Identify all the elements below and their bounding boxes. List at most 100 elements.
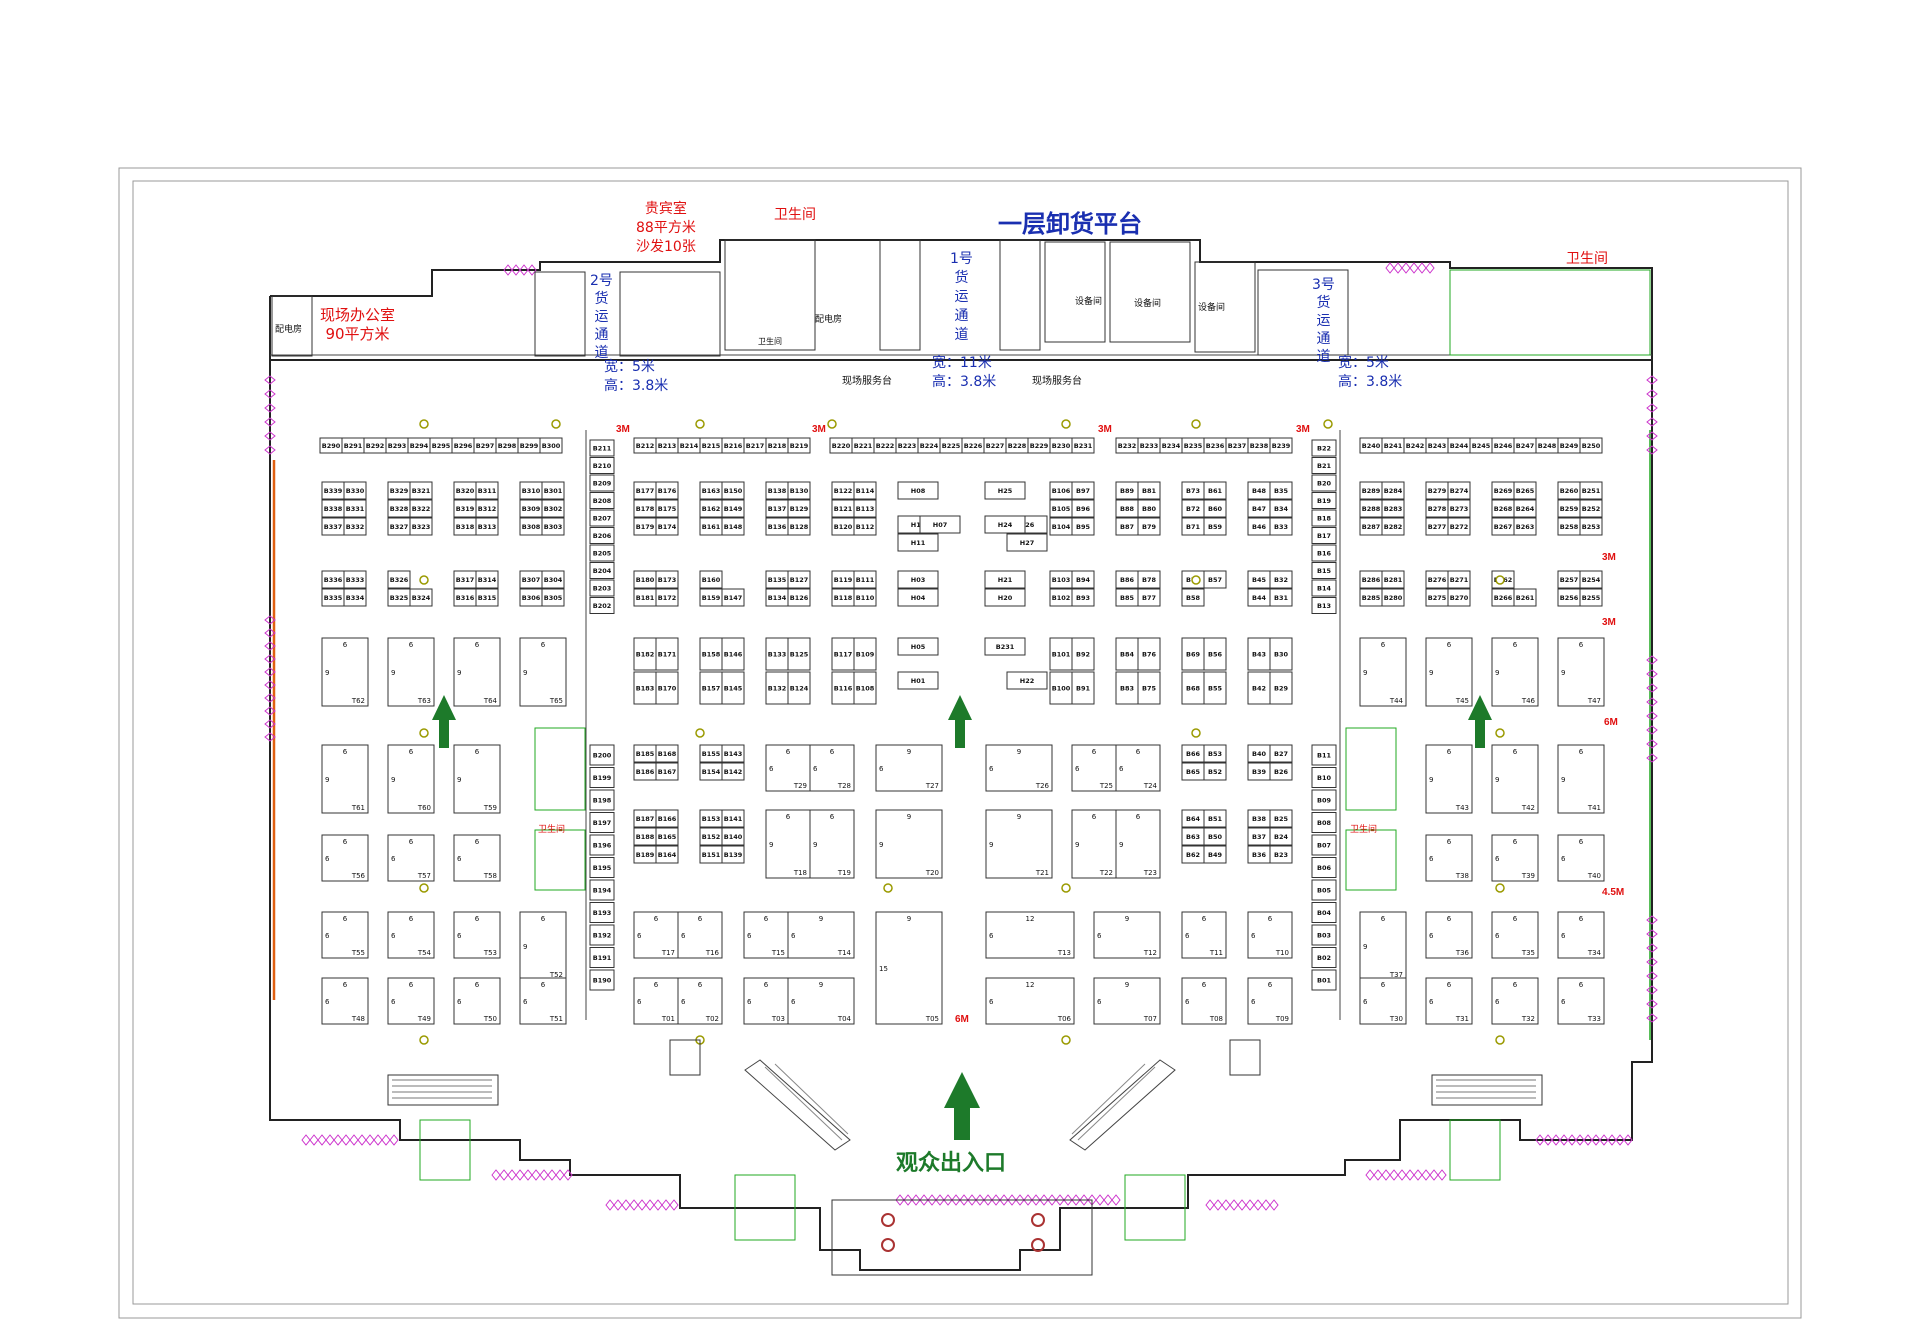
aisle-mark: 3M (812, 424, 826, 435)
booth: B257 (1557, 570, 1581, 589)
booth-label: B287 (1362, 523, 1381, 531)
booth: B260 (1557, 481, 1581, 500)
booth: B179 (633, 517, 657, 536)
green-arrow-right (1468, 695, 1492, 748)
booth-label: B192 (593, 932, 612, 940)
window-symbol (527, 264, 537, 276)
booth-label: B59 (1208, 523, 1222, 531)
booth-label: B97 (1076, 487, 1090, 495)
booth-depth: 6 (637, 932, 642, 940)
booth-label: B198 (593, 797, 612, 805)
booth-width: 9 (1125, 915, 1129, 923)
booth: B301 (541, 481, 565, 500)
booth-label: B23 (1274, 851, 1288, 859)
booth-label: B297 (476, 442, 495, 450)
window-symbol (1111, 1194, 1121, 1206)
booth: B332 (343, 517, 367, 536)
booth-label: B328 (390, 505, 409, 513)
booth-label: B314 (478, 576, 497, 584)
booth-label: B172 (658, 594, 677, 602)
booth-label: B43 (1252, 651, 1266, 659)
booth-depth: 9 (325, 669, 329, 677)
booth-label: T60 (417, 804, 431, 812)
booth: B199 (589, 767, 615, 788)
booth-label: B138 (768, 487, 787, 495)
channel-2-char: 运 (594, 309, 609, 325)
booth: B294 (407, 437, 431, 454)
booth: B256 (1557, 588, 1581, 607)
window-symbol (507, 1169, 517, 1181)
pillar (1191, 728, 1201, 738)
booth-label: T16 (705, 949, 720, 957)
booth-depth: 6 (1075, 765, 1080, 773)
window-symbol (539, 1169, 549, 1181)
booth-width: 6 (1513, 981, 1518, 989)
booth: B23 (1269, 845, 1293, 864)
window-symbol (523, 1169, 533, 1181)
booth: B161 (699, 517, 723, 536)
booth: B110 (853, 588, 877, 607)
booth-label: B215 (702, 442, 721, 450)
booth-width: 6 (786, 813, 791, 821)
booth: B88 (1115, 499, 1139, 518)
booth-label: B217 (746, 442, 765, 450)
booth: B06 (1311, 857, 1337, 878)
booth-label: T02 (705, 1015, 719, 1023)
pillar (419, 1035, 429, 1045)
window-symbol (365, 1134, 375, 1146)
restroom-core-mid-left (534, 829, 586, 891)
booth-label: B148 (724, 523, 743, 531)
booth-label: T04 (837, 1015, 852, 1023)
booth-width: 6 (1579, 838, 1584, 846)
booth-label: B103 (1052, 576, 1071, 584)
window-symbol (333, 1134, 343, 1146)
booth-width: 6 (1579, 748, 1584, 756)
window-symbol (301, 1134, 311, 1146)
booth-width: 6 (1579, 981, 1584, 989)
window-symbol (1389, 1169, 1399, 1181)
booth-label: B168 (658, 750, 677, 758)
booth: B17 (1311, 527, 1337, 544)
booth: B251 (1579, 481, 1603, 500)
booth: B252 (1579, 499, 1603, 518)
window-symbol (1623, 1134, 1633, 1146)
channel-3-char: 通 (1316, 331, 1331, 347)
booth: B275 (1425, 588, 1449, 607)
booth: B244 (1447, 437, 1471, 454)
booth-depth: 6 (879, 765, 884, 773)
booth: B187 (633, 809, 657, 828)
window-symbol (1205, 1199, 1215, 1211)
booth-depth: 9 (391, 669, 395, 677)
booth-label: T24 (1143, 782, 1158, 790)
h-booth: B231 (984, 637, 1026, 656)
booth-label: B183 (636, 685, 655, 693)
booth-depth: 6 (1561, 932, 1566, 940)
page-title: 一层卸货平台 (998, 210, 1142, 238)
booth: B34 (1269, 499, 1293, 518)
booth: B19 (1311, 492, 1337, 509)
booth-label: B14 (1317, 585, 1331, 593)
booth-label: H07 (933, 521, 948, 529)
booth-label: B01 (1317, 977, 1331, 985)
pillar (1061, 883, 1071, 893)
booth: B310 (519, 481, 543, 500)
booth-label: B332 (346, 523, 365, 531)
booth: B122 (831, 481, 855, 500)
booth-label: B336 (324, 576, 343, 584)
booth-depth: 6 (391, 998, 396, 1006)
power-room-left-box (271, 295, 313, 357)
booth-label: B80 (1142, 505, 1156, 513)
window-symbol (381, 1134, 391, 1146)
booth-label: B167 (658, 768, 677, 776)
booth-label: T51 (549, 1015, 563, 1023)
window-symbol (264, 680, 276, 690)
aisle-mark: 6M (955, 1014, 969, 1025)
window-symbol (653, 1199, 663, 1211)
booth-label: B181 (636, 594, 655, 602)
booth-label: B274 (1450, 487, 1469, 495)
